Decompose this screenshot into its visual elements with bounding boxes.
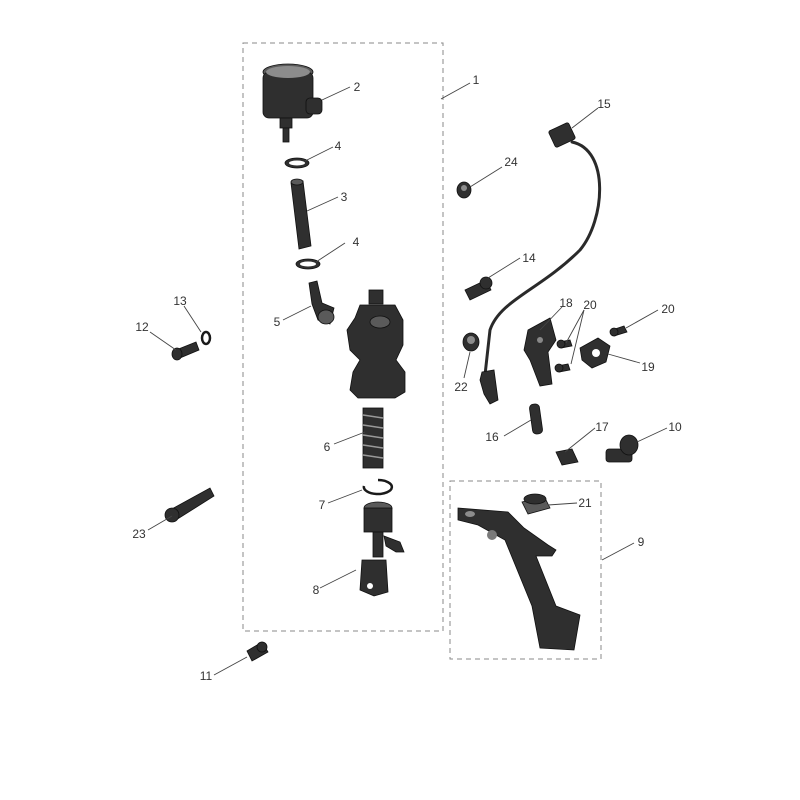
callout-7: 7 — [319, 498, 326, 512]
callout-14: 14 — [522, 251, 536, 265]
part-screw-b[interactable] — [554, 363, 571, 373]
part-hose[interactable] — [290, 178, 312, 250]
callout-13: 13 — [173, 294, 187, 308]
callout-24: 24 — [504, 155, 518, 169]
leader-lines — [147, 82, 668, 676]
master-cylinder-assembly-box — [242, 42, 444, 632]
callout-11: 11 — [200, 669, 213, 683]
part-pivot-bolt[interactable] — [605, 434, 639, 463]
part-spring[interactable] — [362, 407, 384, 469]
part-elbow-connector[interactable] — [308, 280, 335, 325]
part-brake-light-switch[interactable] — [479, 122, 602, 405]
callout-22: 22 — [454, 380, 468, 394]
part-bracket-19[interactable] — [579, 337, 611, 369]
callout-2: 2 — [354, 80, 361, 94]
part-bolt-12[interactable] — [171, 341, 200, 361]
part-hose-clip-lower[interactable] — [295, 258, 321, 270]
part-switch-bracket[interactable] — [523, 317, 557, 387]
part-circlip[interactable] — [362, 478, 394, 496]
part-grommet-24[interactable] — [456, 181, 472, 199]
part-bush[interactable] — [521, 493, 551, 515]
callout-23: 23 — [132, 527, 146, 541]
part-washer[interactable] — [200, 330, 212, 346]
part-reservoir[interactable] — [262, 63, 323, 143]
callout-17: 17 — [595, 420, 609, 434]
callout-4-upper: 4 — [335, 139, 342, 153]
part-hose-clip-upper[interactable] — [284, 157, 310, 169]
part-master-cylinder-body[interactable] — [346, 289, 406, 399]
part-screw-c[interactable] — [609, 325, 628, 337]
brake-pedal-assembly-box — [449, 480, 602, 660]
callout-15: 15 — [597, 97, 611, 111]
callout-6: 6 — [324, 440, 331, 454]
callout-10: 10 — [668, 420, 682, 434]
part-return-spring[interactable] — [529, 403, 543, 435]
part-piston-pushrod[interactable] — [359, 501, 405, 597]
callout-1: 1 — [473, 73, 480, 87]
part-grommet[interactable] — [462, 332, 480, 352]
part-bolt-14[interactable] — [464, 276, 493, 301]
callout-16: 16 — [485, 430, 499, 444]
callout-4-lower: 4 — [353, 235, 360, 249]
callout-5: 5 — [274, 315, 281, 329]
callout-19: 19 — [641, 360, 655, 374]
part-bolt-11[interactable] — [246, 641, 269, 662]
part-clip[interactable] — [555, 448, 579, 466]
part-pivot-pin[interactable] — [164, 487, 215, 523]
callout-3: 3 — [341, 190, 348, 204]
callout-8: 8 — [313, 583, 320, 597]
callout-12: 12 — [135, 320, 149, 334]
part-brake-pedal[interactable] — [457, 507, 581, 651]
callout-18: 18 — [559, 296, 573, 310]
callout-20-left: 20 — [583, 298, 597, 312]
callout-20-right: 20 — [661, 302, 675, 316]
part-screw-a[interactable] — [556, 339, 573, 349]
callout-21: 21 — [578, 496, 592, 510]
callout-9: 9 — [638, 535, 645, 549]
